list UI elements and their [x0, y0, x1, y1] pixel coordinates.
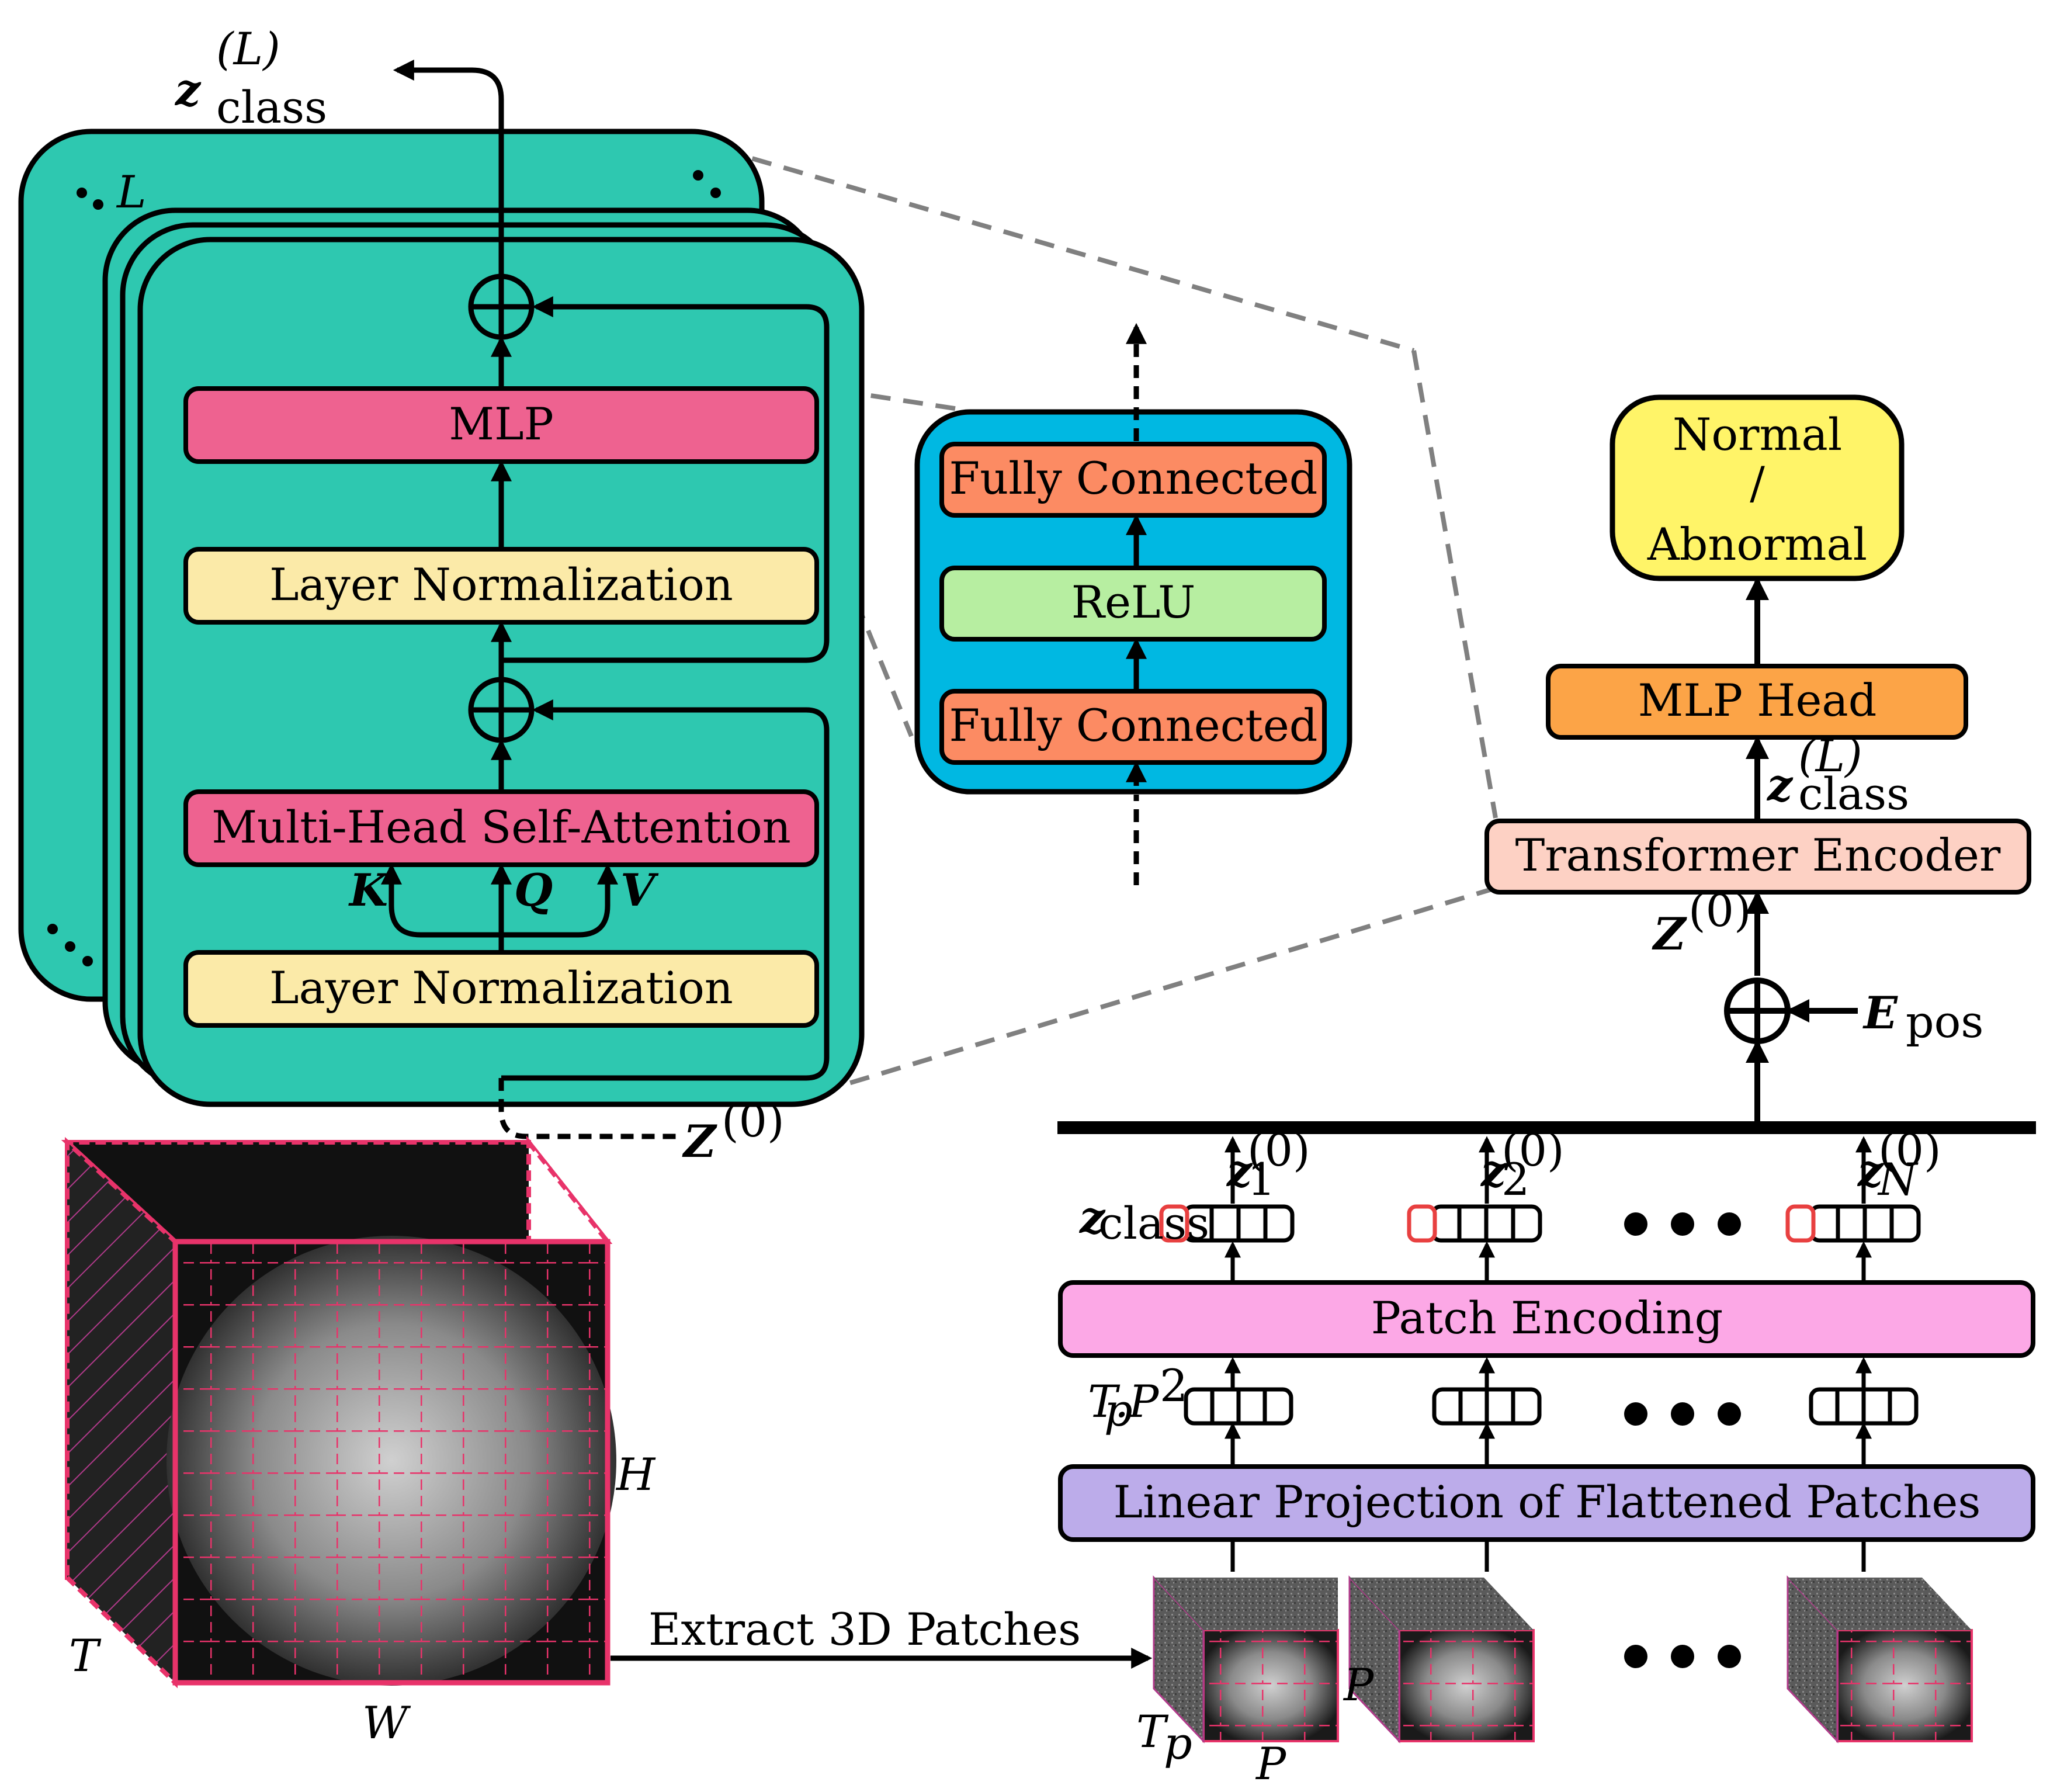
encoder-flow-arrows [381, 60, 830, 1081]
encoder-stack: L MLP Layer Normalization Multi-Head Sel… [18, 23, 865, 1167]
epos-symbol: E [1862, 987, 1898, 1039]
fc-bottom-label: Fully Connected [949, 699, 1318, 751]
flatten-dim-sub: p [1104, 1384, 1133, 1436]
width-label: W [362, 1697, 411, 1749]
mhsa-label: Multi-Head Self-Attention [211, 801, 791, 853]
ellipsis-dots [1624, 1212, 1741, 1668]
sum-node-epos [1724, 978, 1791, 1044]
flattened-vectors [1184, 1387, 1919, 1426]
token-z1-symbol: z [1226, 1145, 1253, 1197]
z0-superscript: (0) [1688, 885, 1751, 937]
token-zn-symbol: z [1857, 1145, 1884, 1197]
patch-cube-2 [1348, 1575, 1535, 1744]
stack-dots [47, 170, 721, 966]
query-label: Q [514, 864, 553, 916]
class-token-symbol: z [1078, 1191, 1106, 1243]
flatten-dim-T: T [1088, 1375, 1121, 1427]
zclass-symbol: z [1766, 759, 1794, 811]
relu-label: ReLU [1071, 576, 1196, 628]
encoder-input-symbol: Z [682, 1115, 717, 1167]
flatten-dim-sup: 2 [1160, 1360, 1188, 1412]
mlp-label: MLP [449, 398, 553, 450]
patch-cube-n [1787, 1575, 1973, 1744]
patch-encoding-label: Patch Encoding [1371, 1292, 1723, 1344]
patch-p-bottom: P [1255, 1738, 1287, 1789]
class-token [1785, 1204, 1816, 1243]
token-z1-sup: (0) [1247, 1124, 1310, 1176]
transformer-encoder-label: Transformer Encoder [1515, 829, 2001, 881]
token-z2-symbol: z [1480, 1145, 1507, 1197]
encoder-input-dashed [498, 1078, 678, 1139]
key-label: K [348, 864, 390, 916]
linear-projection-box [1058, 1464, 2035, 1542]
patch-cube-1 [1153, 1575, 1339, 1744]
linear-projection-label: Linear Projection of Flattened Patches [1114, 1476, 1981, 1528]
token-zn-sup: (0) [1878, 1124, 1941, 1176]
encoded-tokens [1182, 1204, 1921, 1243]
value-label: V [620, 864, 659, 916]
class-tokens [1159, 1204, 1816, 1243]
layer-norm-bottom-label: Layer Normalization [269, 962, 733, 1014]
zclass-subscript: class [1798, 768, 1909, 820]
zclass-superscript: (L) [1798, 730, 1862, 782]
class-token [1407, 1204, 1437, 1243]
encoder-output-symbol: z [174, 64, 202, 116]
fc-top-label: Fully Connected [949, 452, 1318, 504]
extract-label: Extract 3D Patches [648, 1603, 1081, 1655]
sum-node-bottom [468, 677, 535, 743]
encoder-output-superscript: (L) [216, 23, 280, 75]
z0-symbol: Z [1652, 908, 1687, 960]
class-token [1159, 1204, 1189, 1243]
epos-subscript: pos [1906, 996, 1983, 1048]
output-label-line1: Normal [1673, 408, 1842, 460]
pipeline: Normal / Abnormal MLP Head Transformer E… [611, 394, 2036, 1790]
output-label-line2: / [1750, 457, 1765, 509]
patch-p-right: P [1343, 1659, 1375, 1711]
patch-encoding-box [1058, 1280, 2035, 1358]
class-token-subscript: class [1098, 1197, 1209, 1249]
token-z2-sup: (0) [1501, 1124, 1565, 1176]
sum-node-top [468, 273, 535, 340]
patch-tp-sub: p [1164, 1717, 1192, 1769]
token-z2-sub: 2 [1501, 1153, 1529, 1205]
stack-count-label: L [116, 166, 146, 218]
input-volume: H W T [61, 1135, 656, 1749]
encoder-input-superscript: (0) [722, 1095, 785, 1147]
mlp-head-label: MLP Head [1638, 674, 1877, 726]
token-z1-sub: 1 [1247, 1153, 1275, 1205]
flatten-dim-rest: .P [1115, 1375, 1160, 1427]
time-label: T [69, 1630, 102, 1682]
encoder-output-subscript: class [216, 81, 327, 133]
output-label-line3: Abnormal [1647, 518, 1867, 570]
layer-norm-top-label: Layer Normalization [269, 559, 733, 611]
height-label: H [615, 1448, 656, 1500]
token-zn-sub: N [1877, 1153, 1919, 1205]
patch-tp: T [1136, 1706, 1169, 1758]
mlp-detail: Fully Connected ReLU Fully Connected [914, 323, 1352, 885]
